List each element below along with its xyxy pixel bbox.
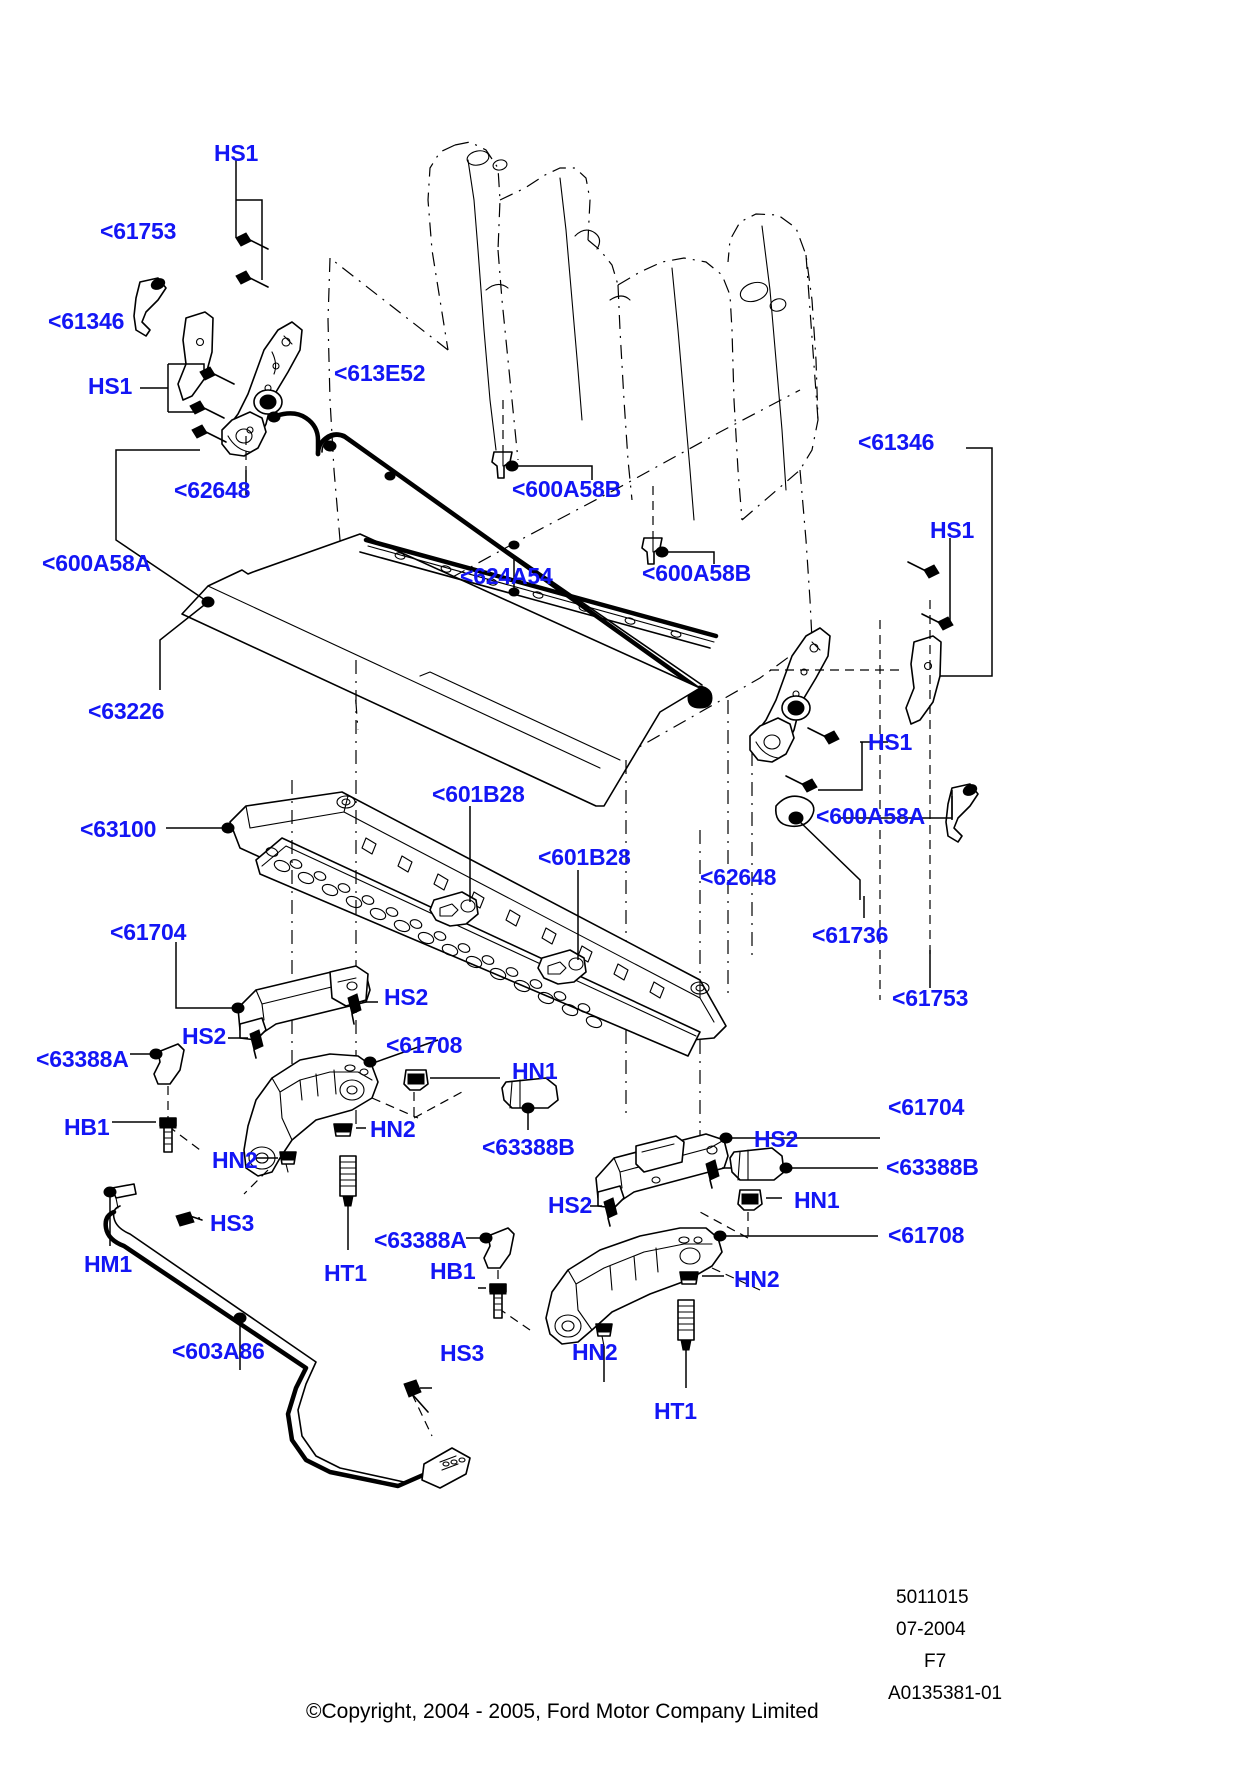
callout-hn2: HN2	[734, 1266, 780, 1292]
callout-hs1: HS1	[868, 729, 913, 755]
callout-hn1: HN1	[794, 1187, 840, 1213]
hs1-screws-right	[785, 447, 993, 988]
callout-603a86: <603A86	[172, 1338, 265, 1364]
leader-600A58A-left	[115, 449, 209, 603]
callout-hs2: HS2	[182, 1023, 227, 1049]
leg-61708-right	[545, 1227, 878, 1345]
copyright-notice: ©Copyright, 2004 - 2005, Ford Motor Comp…	[306, 1700, 819, 1723]
panel-63226	[181, 533, 719, 807]
callout-624a54: <624A54	[460, 563, 553, 589]
callout-601b28: <601B28	[432, 781, 525, 807]
leg-61708-left	[243, 1039, 439, 1195]
callout-61704: <61704	[888, 1094, 965, 1120]
callout-hb1: HB1	[64, 1114, 110, 1140]
callout-63388a: <63388A	[374, 1227, 467, 1253]
bracket-601b28-b	[537, 870, 587, 985]
callout-hs1: HS1	[214, 140, 259, 166]
drawing-number: 5011015	[896, 1587, 969, 1608]
callout-hn1: HN1	[512, 1058, 558, 1084]
clips-600a58b	[491, 400, 715, 565]
callout-hb1: HB1	[430, 1258, 476, 1284]
callout-hs1: HS1	[88, 373, 133, 399]
hn1-63388b-middle	[403, 1069, 559, 1130]
hb1-bolt-left	[112, 1117, 177, 1153]
hn1-right	[699, 1189, 782, 1239]
callout-61708: <61708	[888, 1222, 965, 1248]
callout-61753: <61753	[892, 985, 969, 1011]
callout-63388a: <63388A	[36, 1046, 129, 1072]
callout-ht1: HT1	[324, 1260, 367, 1286]
drawing-sheet: F7	[924, 1651, 947, 1672]
bracket-601b28-a	[429, 806, 479, 927]
leader-63226	[159, 601, 209, 690]
left-recliner-mechanism	[133, 277, 321, 457]
callout-63388b: <63388B	[482, 1134, 575, 1160]
callout-hs1: HS1	[930, 517, 975, 543]
callout-hs2: HS2	[548, 1192, 593, 1218]
callout-600a58b: <600A58B	[512, 476, 622, 502]
callout-63388b: <63388B	[886, 1154, 979, 1180]
cushion-frame-63100	[221, 791, 727, 1057]
hn2-fasteners-left	[256, 1123, 366, 1250]
hn2-fasteners-right	[595, 1271, 724, 1388]
callout-61704: <61704	[110, 919, 187, 945]
callout-hs3: HS3	[210, 1210, 255, 1236]
callout-hs2: HS2	[384, 984, 429, 1010]
callout-61346: <61346	[858, 429, 935, 455]
callout-613e52: <613E52	[334, 360, 426, 386]
callout-ht1: HT1	[654, 1398, 697, 1424]
callout-hn2: HN2	[212, 1147, 258, 1173]
wire-frame-603a86	[103, 1183, 471, 1489]
callout-600a58a: <600A58A	[42, 550, 152, 576]
callout-61708: <61708	[386, 1032, 463, 1058]
callout-hs2: HS2	[754, 1126, 799, 1152]
callout-62648: <62648	[174, 477, 251, 503]
callout-600a58a: <600A58A	[816, 803, 926, 829]
right-recliner-mechanism	[749, 627, 979, 843]
callout-hm1: HM1	[84, 1251, 132, 1277]
callout-hn2: HN2	[572, 1339, 618, 1365]
callout-601b28: <601B28	[538, 844, 631, 870]
callout-62648: <62648	[700, 864, 777, 890]
callout-600a58b: <600A58B	[642, 560, 752, 586]
callout-63226: <63226	[88, 698, 165, 724]
callout-61753: <61753	[100, 218, 177, 244]
callout-61736: <61736	[812, 922, 889, 948]
callout-63100: <63100	[80, 816, 157, 842]
callout-61346: <61346	[48, 308, 125, 334]
hs1-screws-left	[140, 160, 269, 443]
callout-hs3: HS3	[440, 1340, 485, 1366]
callout-hn2: HN2	[370, 1116, 416, 1142]
drawing-date: 07-2004	[896, 1619, 966, 1640]
hs2-screws-left-rail	[228, 993, 378, 1059]
cap-63388b-right	[729, 1147, 878, 1181]
leader-61704-left	[175, 942, 238, 1009]
drawing-reference: A0135381-01	[888, 1683, 1003, 1704]
hb1-bolt-right	[478, 1283, 507, 1319]
